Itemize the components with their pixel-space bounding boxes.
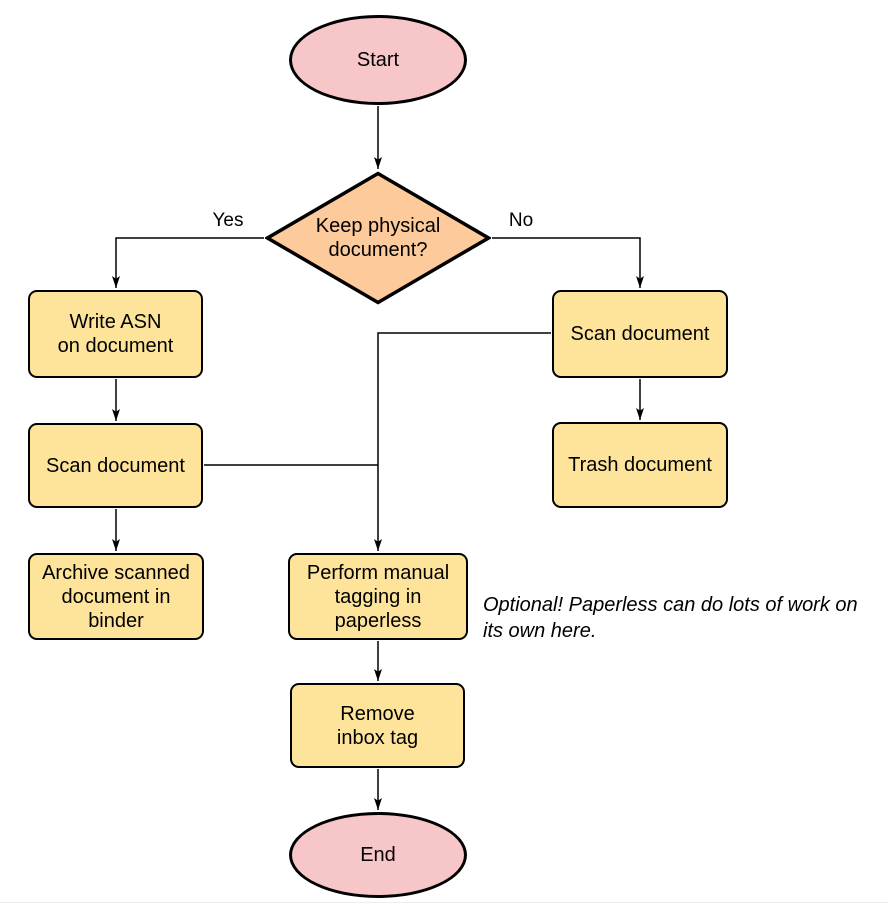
node-end-label: End [360, 844, 396, 866]
node-manual-tagging: Perform manual tagging in paperless [288, 553, 468, 640]
optional-note: Optional! Paperless can do lots of work … [483, 594, 858, 642]
node-manual-tagging-label: Perform manual tagging in paperless [306, 561, 450, 632]
node-trash-document-label: Trash document [568, 454, 712, 476]
node-scan-document-right: Scan document [552, 290, 728, 378]
node-end: End [289, 812, 467, 898]
node-scan-document-left-label: Scan document [46, 454, 185, 477]
edge-decision-yes-to-write-asn [112, 237, 264, 288]
diamond-shape [265, 171, 491, 305]
node-start: Start [289, 15, 467, 105]
node-decision: Keep physical document? [265, 171, 491, 305]
node-remove-inbox-tag-label: Remove inbox tag [336, 702, 419, 749]
node-decision-label: Keep physical document? [315, 215, 441, 261]
node-archive-binder: Archive scanned document in binder [28, 553, 204, 640]
node-archive-binder-label: Archive scanned document in binder [42, 561, 190, 632]
edge-decision-no-to-scan-right [492, 237, 644, 288]
node-scan-document-right-label: Scan document [570, 323, 710, 345]
page-bottom-edge [0, 902, 888, 903]
node-trash-document: Trash document [552, 422, 728, 508]
edge-label-yes: Yes [212, 210, 244, 231]
edge-scan-right-to-tagging [374, 332, 551, 551]
node-write-asn: Write ASN on document [28, 290, 203, 378]
node-start-label: Start [356, 49, 400, 71]
edge-label-no: No [508, 210, 534, 231]
node-write-asn-label: Write ASN on document [57, 311, 174, 357]
node-remove-inbox-tag: Remove inbox tag [290, 683, 465, 768]
node-scan-document-left: Scan document [28, 423, 203, 508]
